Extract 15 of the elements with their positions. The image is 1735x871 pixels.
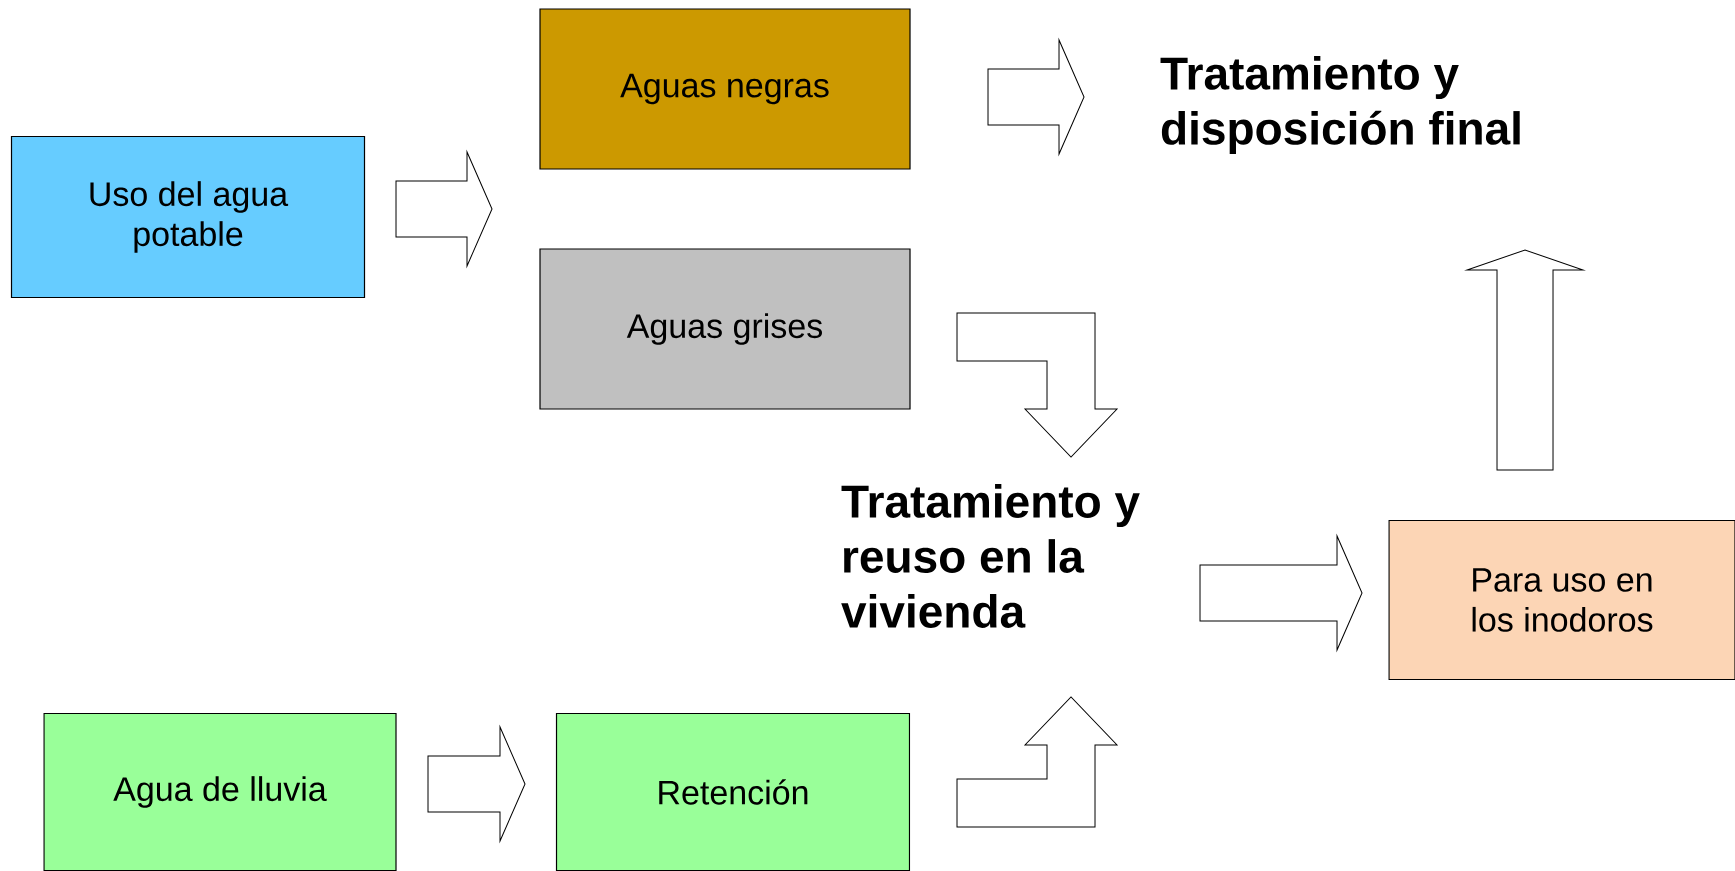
block-arrow [956,312,1118,458]
stage-heading: Tratamiento y disposición final [1160,56,1520,154]
block-arrow [1199,535,1363,651]
block-arrow [987,39,1085,155]
process-box: Aguas grises [539,248,911,410]
block-arrow [395,151,493,267]
process-box: Agua de lluvia [43,712,397,871]
process-box: Aguas negras [539,8,911,170]
block-arrow [956,696,1118,828]
process-box: Retención [555,712,911,871]
block-arrow [427,726,526,842]
stage-heading: Tratamiento y reuso en la vivienda [841,484,1140,628]
process-box: Para uso en los inodoros [1388,519,1735,681]
process-box: Uso del agua potable [10,135,366,299]
block-arrow [1466,249,1584,471]
